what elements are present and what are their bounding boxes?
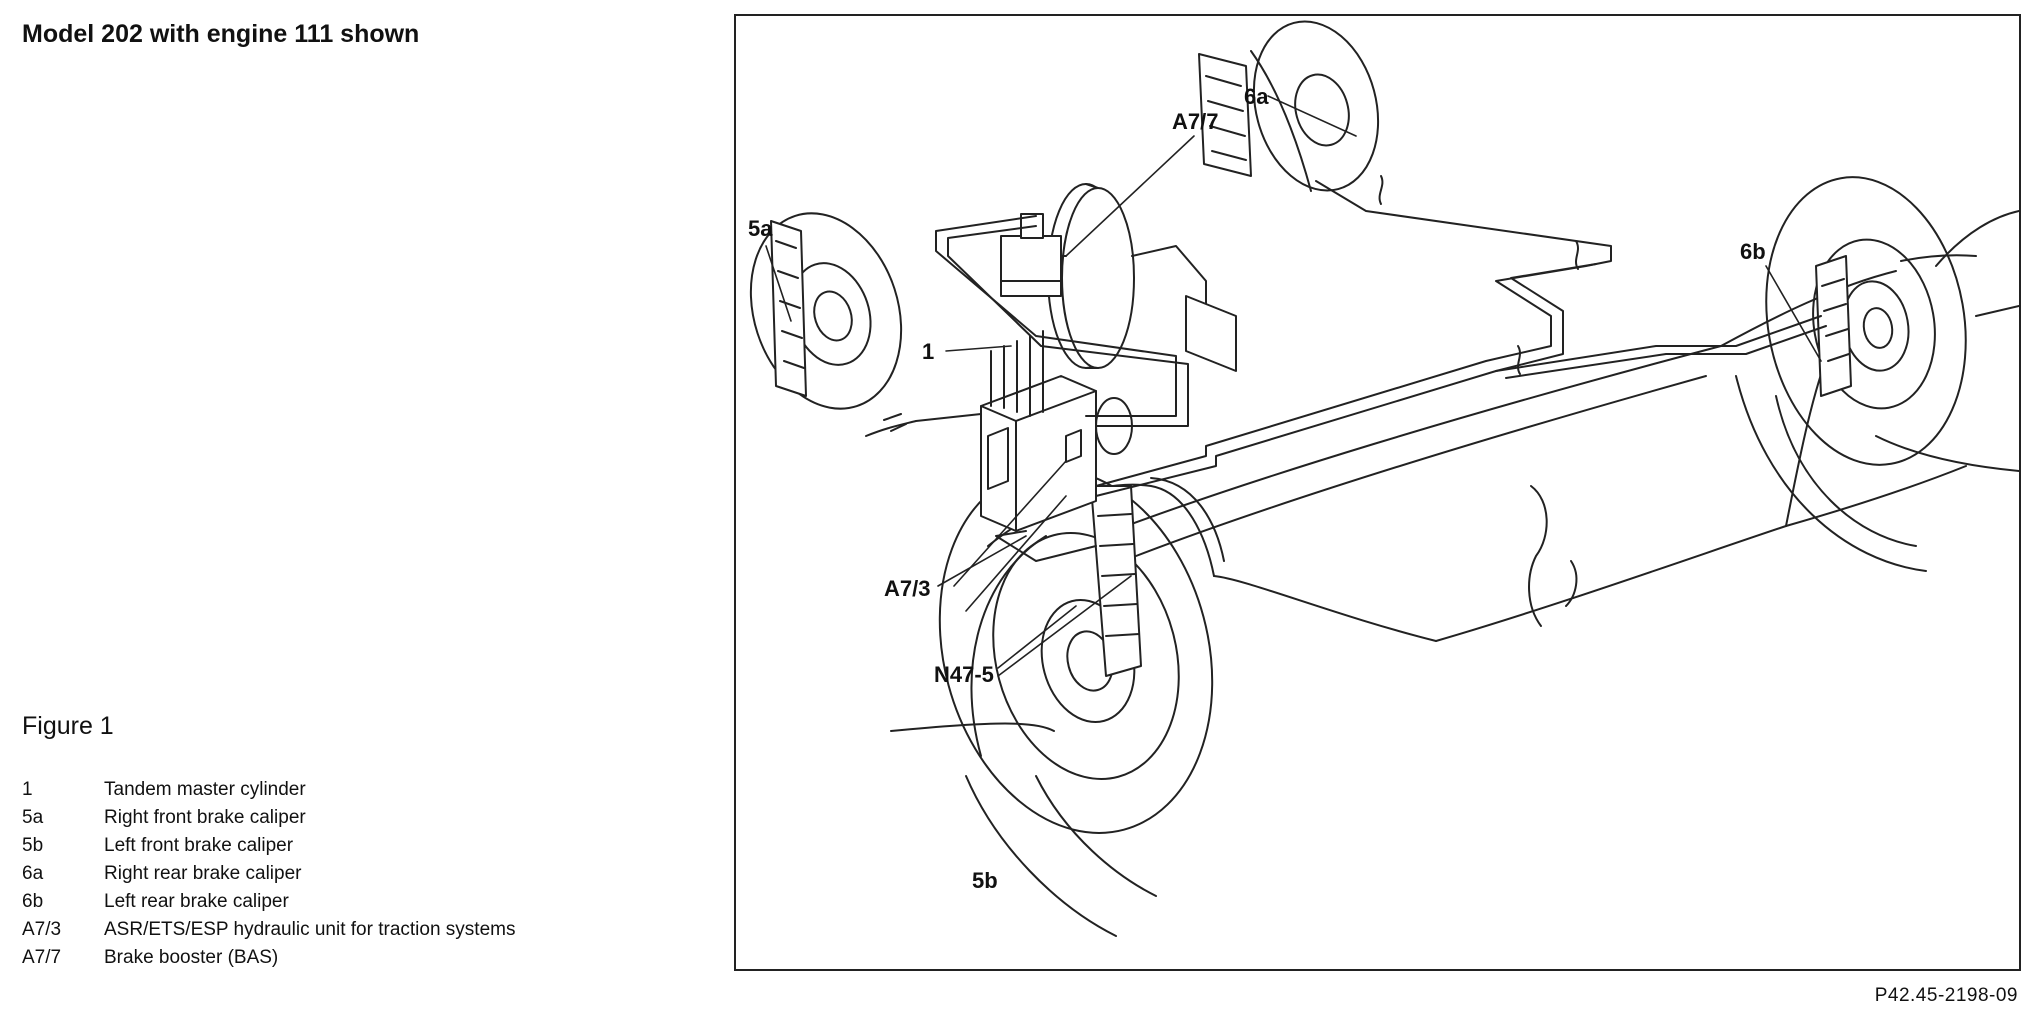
callout-5a: 5a xyxy=(748,216,773,241)
rear-left-caliper xyxy=(1815,255,1852,397)
legend-code: 1 xyxy=(22,779,33,800)
callout-a7-7: A7/7 xyxy=(1172,109,1218,134)
legend-description: Left front brake caliper xyxy=(104,835,294,856)
brake-booster xyxy=(1047,183,1237,372)
legend-item: 1 Tandem master cylinder xyxy=(22,776,515,804)
callout-1: 1 xyxy=(922,339,934,364)
leader-lines xyxy=(765,95,1822,677)
diagram-frame: 5a 1 A7/7 6a 6b A7/3 N47-5 5b xyxy=(734,14,2021,971)
callout-n47-5: N47-5 xyxy=(934,662,994,687)
callout-5b: 5b xyxy=(972,868,998,893)
legend-item: 5a Right front brake caliper xyxy=(22,804,515,832)
page-title: Model 202 with engine 111 shown xyxy=(22,20,420,48)
legend-code: A7/7 xyxy=(22,947,62,968)
legend-item: A7/7 Brake booster (BAS) xyxy=(22,944,515,972)
legend-description: Left rear brake caliper xyxy=(104,891,289,912)
legend-item: 5b Left front brake caliper xyxy=(22,832,515,860)
legend-description: Right front brake caliper xyxy=(104,807,306,828)
callout-a7-3: A7/3 xyxy=(884,576,930,601)
callout-6a: 6a xyxy=(1244,84,1269,109)
figure-label: Figure 1 xyxy=(22,712,114,740)
callout-6b: 6b xyxy=(1740,239,1766,264)
hydraulic-unit xyxy=(980,330,1133,532)
callout-labels: 5a 1 A7/7 6a 6b A7/3 N47-5 5b xyxy=(748,84,1766,893)
brake-lines xyxy=(865,175,1827,562)
legend-code: 6a xyxy=(22,863,44,884)
legend-description: Right rear brake caliper xyxy=(104,863,302,884)
legend-item: A7/3 ASR/ETS/ESP hydraulic unit for trac… xyxy=(22,916,515,944)
front-right-brake-disc xyxy=(749,212,903,410)
tandem-master-cylinder xyxy=(1000,213,1067,297)
legend-code: 5a xyxy=(22,807,44,828)
legend-code: 5b xyxy=(22,835,44,856)
figure-reference-code: P42.45-2198-09 xyxy=(1874,985,2018,1006)
brake-system-diagram: 5a 1 A7/7 6a 6b A7/3 N47-5 5b xyxy=(748,20,2019,937)
legend-code: 6b xyxy=(22,891,44,912)
legend-item: 6a Right rear brake caliper xyxy=(22,860,515,888)
legend-description: ASR/ETS/ESP hydraulic unit for traction … xyxy=(104,919,516,940)
legend-description: Brake booster (BAS) xyxy=(104,947,279,968)
front-left-wheel xyxy=(938,468,1214,937)
legend: 1 Tandem master cylinder 5a Right front … xyxy=(22,776,515,972)
rear-right-brake-disc xyxy=(1198,20,1380,192)
legend-description: Tandem master cylinder xyxy=(104,779,306,800)
rear-left-wheel xyxy=(1735,176,1967,572)
legend-code: A7/3 xyxy=(22,919,62,940)
legend-item: 6b Left rear brake caliper xyxy=(22,888,515,916)
front-left-caliper xyxy=(1090,485,1142,677)
